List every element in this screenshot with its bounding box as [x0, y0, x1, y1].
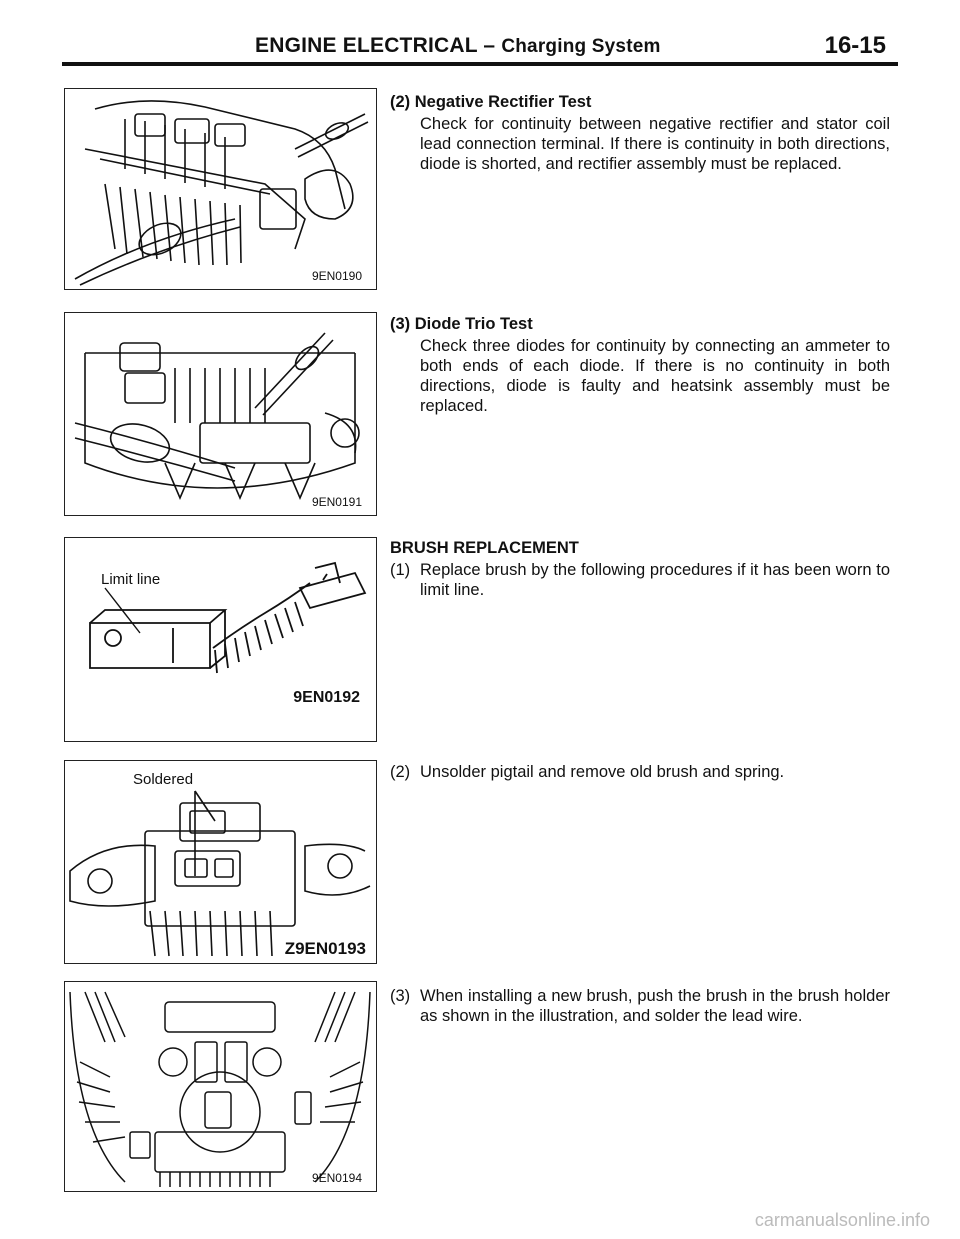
figure-id: 9EN0194: [311, 1171, 362, 1185]
header-rule: [62, 62, 898, 66]
figure-brush-limit: Limit line 9EN0192: [64, 537, 377, 742]
brush-step-2: (2) Unsolder pigtail and remove old brus…: [390, 762, 890, 782]
brush-holder-installation-illustration: [69, 991, 371, 1187]
section-brush-replacement: BRUSH REPLACEMENT (1) Replace brush by t…: [390, 538, 890, 600]
section-diode-trio-test: (3) Diode Trio Test Check three diodes f…: [390, 314, 890, 416]
step-text: Unsolder pigtail and remove old brush an…: [420, 763, 785, 781]
soldered-brush-illustration: [69, 790, 371, 957]
diode-trio-probe-illustration: [74, 332, 360, 501]
step-number: (1): [390, 561, 411, 579]
title-subtitle: Charging System: [501, 36, 661, 57]
section-heading: (3) Diode Trio Test: [390, 315, 533, 333]
figure-negative-rectifier: 9EN0190: [64, 88, 377, 290]
figure-brush-holder: 9EN0194: [64, 981, 377, 1192]
figure-id: 9EN0190: [311, 269, 362, 283]
brush-step-3: (3) When installing a new brush, push th…: [390, 986, 890, 1026]
figure-diode-trio: 9EN0191: [64, 312, 377, 516]
figure-id: 9EN0192: [293, 689, 360, 706]
soldered-label: Soldered: [133, 771, 194, 788]
page-number: 16-15: [824, 32, 886, 59]
section-body: Check for continuity between negative re…: [420, 115, 890, 173]
section-heading: BRUSH REPLACEMENT: [390, 539, 579, 557]
page-title: ENGINE ELECTRICAL – Charging System: [255, 34, 661, 58]
watermark: carmanualsonline.info: [754, 1210, 930, 1230]
step-text: Replace brush by the following procedure…: [420, 561, 890, 599]
page-header: ENGINE ELECTRICAL – Charging System 16-1…: [60, 30, 900, 64]
section-brush-step-3: (3) When installing a new brush, push th…: [390, 986, 890, 1026]
limit-line-label: Limit line: [101, 571, 161, 588]
step-number: (2): [390, 763, 411, 781]
section-brush-step-2: (2) Unsolder pigtail and remove old brus…: [390, 762, 890, 782]
step-text: When installing a new brush, push the br…: [420, 987, 890, 1025]
figure-id: Z9EN0193: [284, 939, 366, 958]
title-main: ENGINE ELECTRICAL –: [255, 34, 496, 57]
section-negative-rectifier-test: (2) Negative Rectifier Test Check for co…: [390, 92, 890, 174]
section-heading: (2) Negative Rectifier Test: [390, 93, 592, 111]
section-body: Check three diodes for continuity by con…: [420, 337, 890, 415]
figure-id: 9EN0191: [311, 495, 362, 509]
brush-limit-illustration: [89, 561, 367, 674]
step-number: (3): [390, 987, 411, 1005]
rectifier-probe-illustration: [74, 100, 369, 286]
figure-soldered-brush: Soldered Z9EN0193: [64, 760, 377, 964]
brush-step-1: (1) Replace brush by the following proce…: [390, 560, 890, 600]
